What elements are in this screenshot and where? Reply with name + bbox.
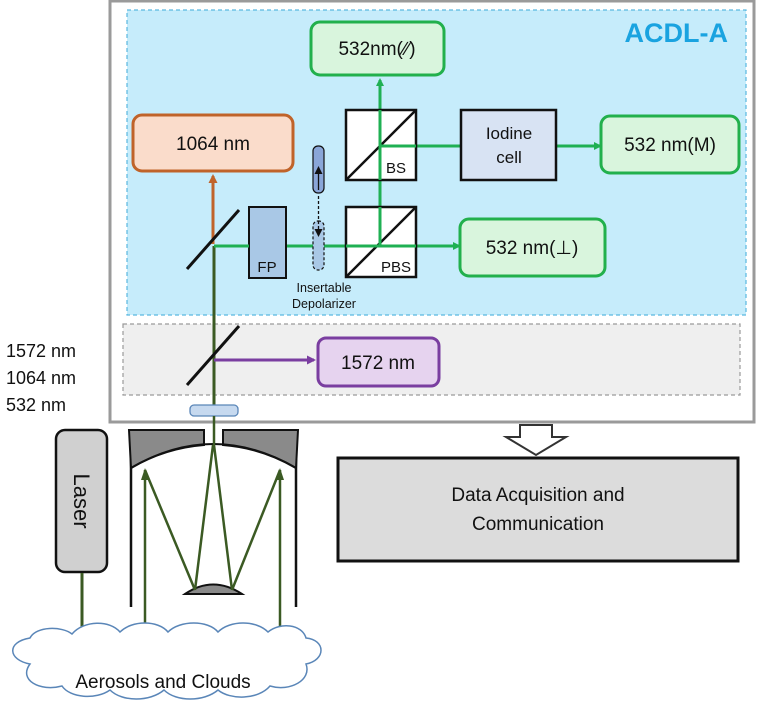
dichroic-mirror-lower: [185, 325, 241, 386]
iodine-label-2: cell: [496, 148, 522, 167]
telescope: [127, 416, 300, 640]
data-acquisition-box: [336, 456, 740, 563]
module-title: ACDL-A: [625, 18, 728, 48]
data-box-line-2: Communication: [472, 514, 604, 535]
output-1572-box: [316, 336, 441, 388]
output-1572-label: 1572 nm: [341, 353, 415, 374]
fp-label: FP: [257, 259, 276, 276]
fp-etalon: [248, 206, 287, 279]
depolarizer-label-2: Depolarizer: [292, 297, 356, 311]
window-lens: [189, 404, 239, 417]
output-1064-box: [131, 113, 295, 173]
iodine-label-1: Iodine: [486, 124, 532, 143]
output-1064-label: 1064 nm: [176, 134, 250, 155]
pbs-label: PBS: [381, 259, 411, 276]
dichroic-mirror-upper: [185, 209, 241, 270]
output-532-parallel-label: 532nm(∕∕): [338, 39, 415, 60]
bs-label: BS: [386, 160, 406, 177]
depolarizer-label-1: Insertable: [297, 281, 352, 295]
wavelength-532: 532 nm: [6, 395, 66, 415]
target-label: Aerosols and Clouds: [75, 672, 250, 693]
output-532-m-box: [599, 114, 741, 175]
data-flow-arrow: [502, 424, 570, 457]
output-532-perp-label: 532 nm(⊥): [486, 238, 579, 259]
data-box-line-1: Data Acquisition and: [451, 485, 624, 506]
laser-label: Laser: [69, 473, 94, 528]
output-532-m-label: 532 nm(M): [624, 135, 716, 156]
aerosol-cloud: [12, 622, 322, 700]
iodine-cell: [459, 108, 558, 182]
laser-unit: [54, 428, 109, 574]
output-532-perp-box: [458, 217, 607, 278]
output-532-parallel-box: [309, 20, 446, 77]
wavelength-1064: 1064 nm: [6, 368, 76, 388]
wavelength-1572: 1572 nm: [6, 341, 76, 361]
